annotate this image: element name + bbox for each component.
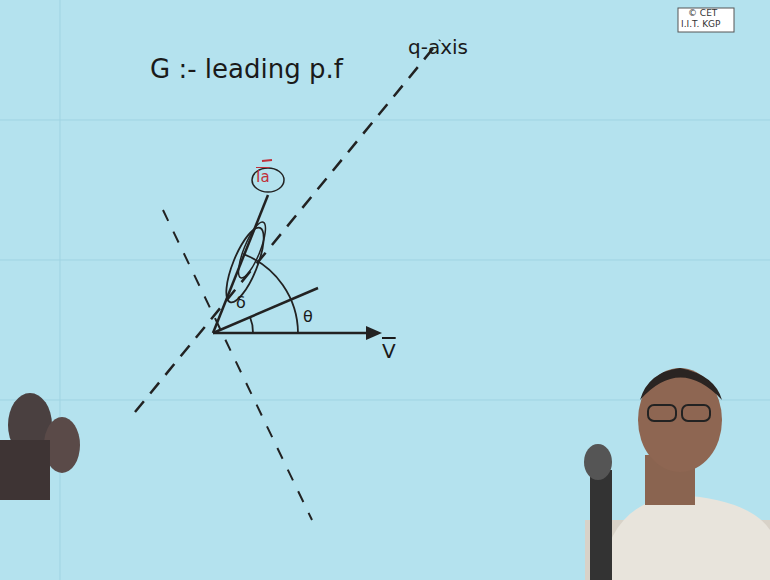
axis-label: q-axis (408, 36, 468, 58)
watermark: I.I.T. KGP (681, 20, 721, 30)
phasor-label: Ia (256, 169, 270, 186)
voltage-phasor (213, 332, 372, 335)
hand (0, 393, 80, 500)
title-note: G :- leading p.f (150, 55, 343, 84)
angle-label: δ (236, 294, 246, 312)
d-axis-line (163, 210, 312, 520)
arrow-head (366, 326, 382, 340)
red-mark (262, 160, 272, 161)
angle-label: θ (303, 308, 313, 326)
angle-arc (250, 317, 253, 333)
watermark: © CET (688, 9, 717, 19)
scribble (233, 219, 270, 281)
phasor-label: V (382, 340, 396, 362)
watermark-box (678, 8, 734, 32)
lecturer (584, 368, 770, 580)
current-phasor (213, 195, 268, 333)
angle-arc (243, 254, 298, 333)
scribble-circle (252, 168, 284, 192)
q-axis-line (135, 40, 440, 412)
